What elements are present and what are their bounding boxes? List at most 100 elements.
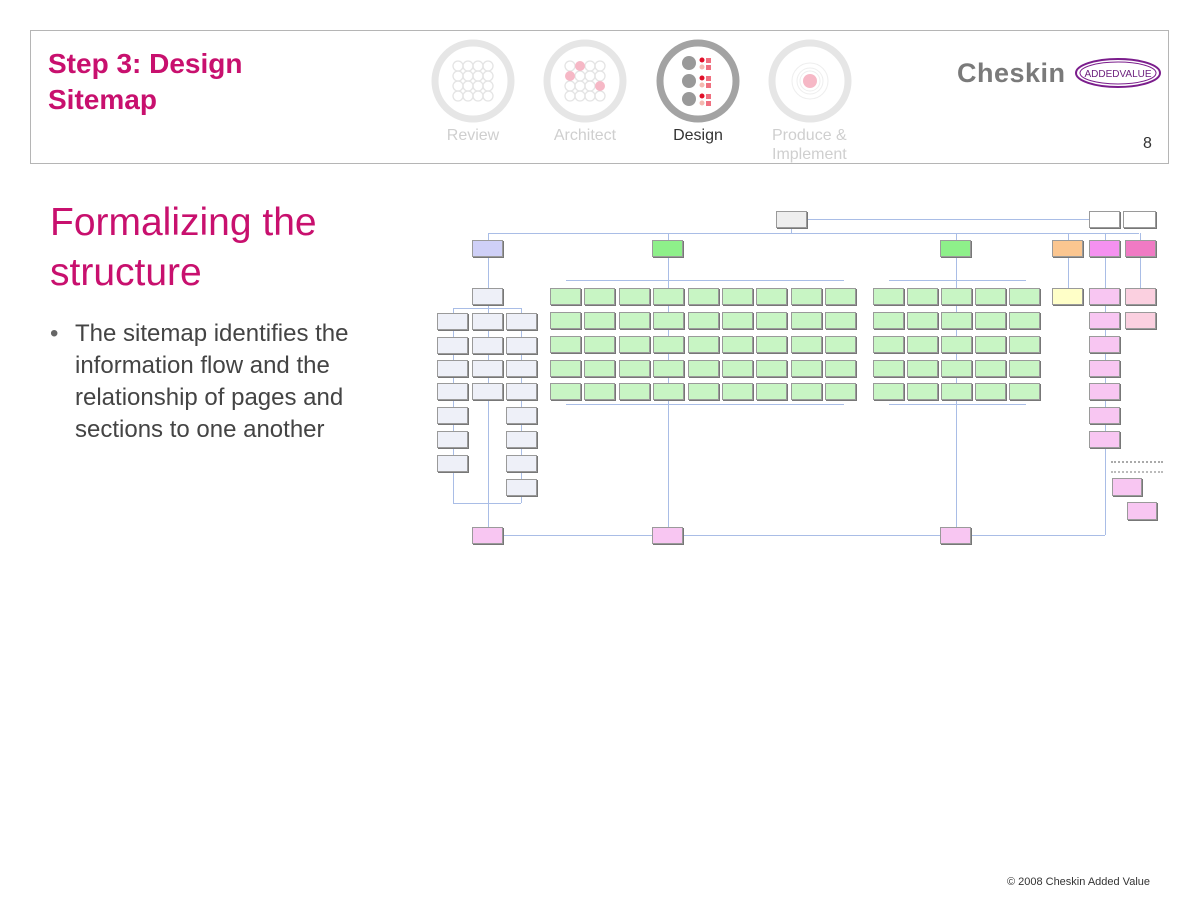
sitemap-node xyxy=(506,407,537,424)
sitemap-node xyxy=(756,360,788,377)
sitemap-node xyxy=(584,360,616,377)
sitemap-node xyxy=(756,383,788,400)
sitemap-node xyxy=(975,288,1006,305)
sitemap-node xyxy=(756,288,788,305)
sitemap-node xyxy=(941,360,972,377)
sitemap-connector xyxy=(1140,233,1141,240)
sitemap-connector xyxy=(453,308,454,503)
sitemap-node xyxy=(722,383,753,400)
sitemap-node xyxy=(1009,312,1040,329)
sitemap-node xyxy=(941,383,972,400)
sitemap-node xyxy=(825,383,857,400)
sitemap-node xyxy=(437,313,468,330)
sitemap-node xyxy=(1089,312,1120,329)
sitemap-node xyxy=(1052,240,1083,257)
sitemap-node xyxy=(618,288,650,305)
sitemap-node xyxy=(653,360,685,377)
sitemap-node xyxy=(873,336,904,353)
produce-icon xyxy=(768,39,852,123)
sitemap-connector xyxy=(668,233,669,240)
sitemap-connector xyxy=(889,280,1026,281)
sitemap-node xyxy=(1089,240,1120,257)
sitemap-node xyxy=(907,383,938,400)
phase-design: Design xyxy=(643,38,753,145)
sitemap-node xyxy=(790,336,822,353)
logo-sub: ADDEDVALUE xyxy=(1084,69,1151,80)
sitemap-node xyxy=(790,383,822,400)
sitemap-node xyxy=(790,360,822,377)
sitemap-node xyxy=(653,383,685,400)
sitemap-node xyxy=(825,336,857,353)
sitemap-node xyxy=(975,336,1006,353)
sitemap-node xyxy=(940,527,971,544)
sitemap-node xyxy=(618,383,650,400)
sitemap-node xyxy=(1089,383,1120,400)
sitemap-node xyxy=(584,312,616,329)
sitemap-node xyxy=(653,312,685,329)
sitemap-node xyxy=(790,288,822,305)
page-number: 8 xyxy=(1143,135,1152,152)
sitemap-node xyxy=(687,383,719,400)
sitemap-node xyxy=(1089,336,1120,353)
sitemap-node xyxy=(550,336,581,353)
bullet-item: The sitemap identifies the information f… xyxy=(50,318,390,446)
sitemap-node xyxy=(437,383,468,400)
sitemap-node xyxy=(437,360,468,377)
sitemap-node xyxy=(1112,478,1142,496)
sitemap-node xyxy=(584,383,616,400)
sitemap-node xyxy=(1009,383,1040,400)
sitemap-connector xyxy=(453,308,521,309)
sitemap-connector xyxy=(1068,258,1069,288)
sitemap-node xyxy=(584,336,616,353)
sitemap-node xyxy=(652,527,683,544)
sitemap-node xyxy=(618,312,650,329)
bullet-list: The sitemap identifies the information f… xyxy=(50,318,390,446)
sitemap-node xyxy=(873,288,904,305)
sitemap-connector xyxy=(488,233,1139,234)
sitemap-connector xyxy=(1140,258,1141,288)
phase-label: Produce & Implement xyxy=(772,127,847,163)
sitemap-node xyxy=(907,288,938,305)
phase-review: Review xyxy=(418,38,528,145)
sitemap-node xyxy=(825,360,857,377)
logo-brand: Cheskin xyxy=(957,58,1066,88)
sitemap-node xyxy=(550,288,581,305)
sitemap-connector xyxy=(889,404,1026,405)
sitemap-node xyxy=(873,360,904,377)
sitemap-node xyxy=(687,360,719,377)
phase-label: Architect xyxy=(553,127,617,144)
sitemap-node xyxy=(687,312,719,329)
sitemap-node xyxy=(472,383,503,400)
sitemap-node xyxy=(437,407,468,424)
sitemap-node xyxy=(873,383,904,400)
sitemap-node xyxy=(472,360,503,377)
sitemap-node xyxy=(506,479,537,496)
sitemap-node xyxy=(756,336,788,353)
sitemap-node xyxy=(437,337,468,354)
sitemap-node xyxy=(776,211,807,228)
sitemap-node xyxy=(722,312,753,329)
sitemap-node xyxy=(1089,360,1120,377)
sitemap-node xyxy=(506,383,537,400)
step-title: Step 3: Design Sitemap xyxy=(48,48,243,115)
sitemap-node xyxy=(550,312,581,329)
sitemap-node xyxy=(975,360,1006,377)
sitemap-node xyxy=(756,312,788,329)
sitemap-node xyxy=(437,455,468,472)
sitemap-node xyxy=(506,313,537,330)
sitemap-node xyxy=(907,312,938,329)
sitemap-node xyxy=(975,383,1006,400)
design-icon xyxy=(656,39,740,123)
sitemap-connector xyxy=(806,219,1089,220)
sitemap-node xyxy=(472,337,503,354)
header-frame xyxy=(30,30,1169,164)
sitemap-node xyxy=(584,288,616,305)
sitemap-node xyxy=(1125,240,1156,257)
sitemap-connector xyxy=(488,233,489,240)
sitemap-node xyxy=(790,312,822,329)
sitemap-node xyxy=(506,360,537,377)
logo: Cheskin ADDEDVALUE xyxy=(957,56,1162,90)
sitemap-node xyxy=(1125,312,1156,329)
sitemap-node xyxy=(907,336,938,353)
